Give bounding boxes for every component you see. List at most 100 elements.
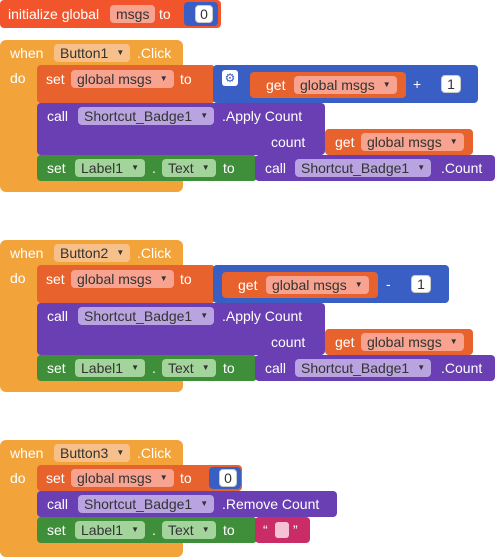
call-keyword: call	[47, 496, 69, 512]
dropdown-icon: ▼	[200, 111, 209, 120]
method-name: .Count	[441, 360, 483, 376]
get-var-dropdown[interactable]: global msgs▼	[361, 133, 464, 151]
call-apply-count-block[interactable]: call Shortcut_Badge1▼ .Apply Count count	[37, 303, 325, 355]
set-to-label: to	[223, 160, 235, 176]
dropdown-icon: ▼	[200, 311, 209, 320]
set-to-label: to	[223, 522, 235, 538]
set-label-text-block[interactable]: set Label1▼ . Text▼ to	[37, 355, 257, 381]
get-keyword: get	[266, 77, 286, 93]
call-count-block[interactable]: call Shortcut_Badge1▼ .Count	[255, 355, 495, 381]
dropdown-icon: ▼	[131, 525, 140, 534]
set-global-block[interactable]: set global msgs▼ to 0	[37, 465, 242, 491]
call-component-dropdown[interactable]: Shortcut_Badge1▼	[78, 495, 215, 513]
call-keyword: call	[265, 360, 287, 376]
do-keyword: do	[10, 70, 26, 86]
set-label-text-block[interactable]: set Label1▼ . Text▼ to	[37, 517, 257, 543]
set-global-block[interactable]: set global msgs▼ to	[37, 265, 215, 303]
empty-text-field[interactable]	[275, 522, 289, 538]
event-component-dropdown[interactable]: Button1▼	[54, 44, 131, 62]
get-global-block[interactable]: get global msgs▼	[250, 72, 406, 98]
set-to-label: to	[180, 71, 192, 87]
get-var-dropdown[interactable]: global msgs▼	[266, 276, 369, 294]
method-name: .Remove Count	[222, 496, 320, 512]
property-dropdown[interactable]: Text▼	[162, 359, 216, 377]
call-keyword: call	[265, 160, 287, 176]
set-global-block[interactable]: set global msgs▼ to	[37, 65, 215, 103]
event-name: .Click	[137, 45, 172, 61]
do-keyword: do	[10, 270, 26, 286]
math-operator: -	[386, 276, 391, 292]
get-keyword: get	[335, 134, 355, 150]
get-var-dropdown[interactable]: global msgs▼	[294, 76, 397, 94]
initialize-global-block[interactable]: initialize global msgs to 0	[0, 0, 221, 28]
set-keyword: set	[46, 71, 65, 87]
set-target-dropdown[interactable]: global msgs▼	[71, 469, 174, 487]
when-keyword: when	[10, 245, 44, 261]
when-keyword: when	[10, 445, 44, 461]
dropdown-icon: ▼	[449, 137, 458, 146]
property-dot: .	[152, 522, 156, 538]
set-keyword: set	[47, 160, 66, 176]
set-to-label: to	[223, 360, 235, 376]
call-apply-count-block[interactable]: call Shortcut_Badge1▼ .Apply Count count	[37, 103, 325, 155]
set-to-label: to	[180, 470, 192, 486]
event-component-dropdown[interactable]: Button2▼	[54, 244, 131, 262]
dropdown-icon: ▼	[131, 363, 140, 372]
set-target-dropdown[interactable]: global msgs▼	[71, 270, 174, 288]
set-target-dropdown[interactable]: global msgs▼	[71, 70, 174, 88]
call-component-dropdown[interactable]: Shortcut_Badge1▼	[78, 307, 215, 325]
dropdown-icon: ▼	[159, 74, 168, 83]
quote-close: ”	[293, 522, 298, 538]
dropdown-icon: ▼	[116, 48, 125, 57]
param-label: count	[271, 334, 306, 350]
set-to-label: to	[180, 271, 192, 287]
property-dropdown[interactable]: Text▼	[162, 159, 216, 177]
number-value[interactable]: 0	[219, 469, 237, 487]
quote-open: “	[263, 522, 268, 538]
number-value[interactable]: 1	[441, 75, 461, 93]
event-name: .Click	[137, 445, 172, 461]
initialize-global-keyword: initialize global	[8, 6, 100, 22]
dropdown-icon: ▼	[131, 163, 140, 172]
call-component-dropdown[interactable]: Shortcut_Badge1▼	[295, 159, 432, 177]
get-global-block[interactable]: get global msgs▼	[325, 329, 473, 355]
number-block[interactable]: 0	[209, 467, 241, 489]
number-value[interactable]: 1	[411, 275, 431, 293]
call-component-dropdown[interactable]: Shortcut_Badge1▼	[78, 107, 215, 125]
event-component-dropdown[interactable]: Button3▼	[54, 444, 131, 462]
math-add-block[interactable]: ⚙ get global msgs▼ + 1	[213, 65, 478, 103]
dropdown-icon: ▼	[116, 248, 125, 257]
get-global-block[interactable]: get global msgs▼	[222, 272, 378, 298]
get-global-block[interactable]: get global msgs▼	[325, 129, 473, 155]
method-name: .Apply Count	[222, 308, 303, 324]
label-component-dropdown[interactable]: Label1▼	[75, 521, 146, 539]
get-keyword: get	[238, 277, 258, 293]
number-block[interactable]: 0	[184, 2, 218, 26]
property-dropdown[interactable]: Text▼	[162, 521, 216, 539]
call-remove-count-block[interactable]: call Shortcut_Badge1▼ .Remove Count	[37, 491, 337, 517]
dropdown-icon: ▼	[417, 363, 426, 372]
label-component-dropdown[interactable]: Label1▼	[75, 159, 146, 177]
property-dot: .	[152, 160, 156, 176]
call-keyword: call	[47, 308, 69, 324]
dropdown-icon: ▼	[200, 499, 209, 508]
set-keyword: set	[46, 470, 65, 486]
set-keyword: set	[46, 271, 65, 287]
global-var-name-field[interactable]: msgs	[110, 5, 156, 23]
call-component-dropdown[interactable]: Shortcut_Badge1▼	[295, 359, 432, 377]
math-subtract-block[interactable]: get global msgs▼ - 1	[213, 265, 449, 303]
set-label-text-block[interactable]: set Label1▼ . Text▼ to	[37, 155, 257, 181]
param-label: count	[271, 134, 306, 150]
number-value[interactable]: 0	[195, 5, 213, 23]
label-component-dropdown[interactable]: Label1▼	[75, 359, 146, 377]
dropdown-icon: ▼	[354, 280, 363, 289]
gear-icon[interactable]: ⚙	[222, 70, 238, 86]
text-string-block[interactable]: “ ”	[255, 517, 310, 543]
when-keyword: when	[10, 45, 44, 61]
call-count-block[interactable]: call Shortcut_Badge1▼ .Count	[255, 155, 495, 181]
property-dot: .	[152, 360, 156, 376]
event-name: .Click	[137, 245, 172, 261]
set-keyword: set	[47, 522, 66, 538]
get-keyword: get	[335, 334, 355, 350]
get-var-dropdown[interactable]: global msgs▼	[361, 333, 464, 351]
